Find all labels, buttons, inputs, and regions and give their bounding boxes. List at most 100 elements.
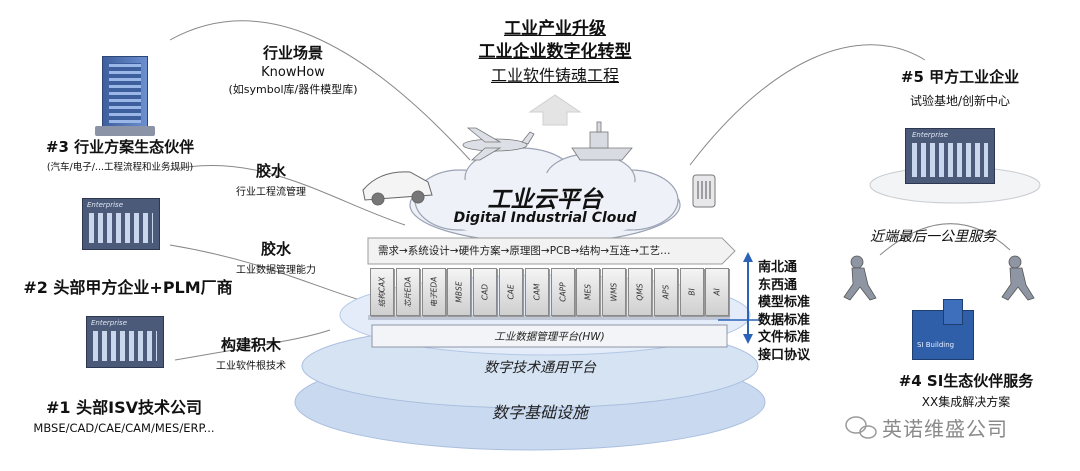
standard-item: 数据标准 [758, 312, 811, 328]
link-scenario-sub1: KnowHow [261, 65, 325, 80]
standards-list: 南北通 东西通 模型标准 数据标准 文件标准 接口协议 [758, 259, 838, 364]
partner-p1: #1 头部ISV技术公司 MBSE/CAD/CAE/CAM/MES/ERP... [4, 394, 244, 435]
tool-label: 电子EDA [429, 276, 439, 308]
building-label: SI Building [917, 341, 955, 349]
tool-cell: 电子EDA [421, 268, 446, 316]
tool-label: MBSE [454, 281, 464, 303]
tool-cell: QMS [628, 268, 652, 316]
link-blocks-sub: 工业软件根技术 [216, 361, 286, 372]
tool-cell: APS [653, 268, 678, 316]
partner-p5-title: #5 甲方工业企业 [900, 68, 1020, 86]
headline-block: 工业产业升级 工业企业数字化转型 工业软件铸魂工程 [460, 18, 650, 87]
tool-label: QMS [635, 283, 645, 301]
arrow-up-head-icon [743, 252, 753, 262]
tool-label: BI [687, 288, 697, 296]
tool-label: APS [661, 284, 671, 300]
link-blocks: 构建积木 工业软件根技术 [196, 334, 306, 372]
partner-p3-sub: (汽车/电子/...工程流程和业务规则) [46, 162, 194, 173]
cloud-fill [417, 173, 673, 237]
flow-text: 需求→系统设计→硬件方案→原理图→PCB→结构→互连→工艺… [378, 245, 671, 257]
person-right-icon [1001, 255, 1035, 301]
partner-p2: #2 头部甲方企业+PLM厂商 [8, 274, 248, 298]
tool-cell: BI [679, 268, 704, 316]
enterprise-building-p5-icon: Enterprise [905, 128, 995, 184]
link-scenario-sub2: (如symbol库/器件模型库) [228, 83, 358, 96]
tool-cell: AI [705, 268, 730, 316]
tool-cell: CAM [524, 268, 549, 316]
link-glue2-sub: 工业数据管理能力 [236, 265, 316, 276]
tool-cell: 结构CAX [370, 268, 394, 316]
standard-item: 东西通 [758, 277, 798, 293]
arc-glue1 [169, 164, 406, 226]
tool-cell: CAPP [550, 268, 575, 316]
building-label: Enterprise [912, 131, 949, 139]
link-scenario-title: 行业场景 [262, 44, 323, 62]
last-mile-arc [879, 223, 1011, 256]
partner-p3: #3 行业方案生态伙伴 (汽车/电子/...工程流程和业务规则) [10, 136, 230, 173]
building-tower-icon [102, 56, 148, 130]
tool-label: 芯片EDA [403, 276, 413, 308]
standard-item: 模型标准 [758, 295, 811, 310]
up-arrow-icon [528, 94, 582, 126]
headline-3: 工业软件铸魂工程 [490, 66, 619, 85]
link-blocks-title: 构建积木 [220, 336, 281, 354]
tool-label: AI [712, 288, 722, 296]
partner-p4-title: #4 SI生态伙伴服务 [898, 372, 1034, 390]
arc-scenario [169, 20, 471, 161]
data-platform-label: 工业数据管理平台(HW) [494, 331, 605, 343]
tool-label: CAD [480, 283, 490, 301]
enterprise-building-p2-icon: Enterprise [82, 198, 160, 250]
headline-2: 工业企业数字化转型 [478, 42, 632, 62]
link-glue2: 胶水 工业数据管理能力 [216, 238, 336, 276]
partner-p1-sub: MBSE/CAD/CAE/CAM/MES/ERP... [33, 421, 215, 435]
partner-p1-title: #1 头部ISV技术公司 [46, 398, 202, 417]
standard-item: 文件标准 [758, 330, 811, 345]
standard-item: 南北通 [758, 260, 798, 275]
airplane-icon [462, 127, 535, 161]
device-icon [692, 174, 716, 208]
partner-p2-title: #2 头部甲方企业+PLM厂商 [23, 278, 233, 297]
enterprise-building-p1-icon: Enterprise [86, 316, 164, 368]
cloud-title-en: Digital Industrial Cloud [453, 210, 637, 226]
layer-tech-label: 数字技术通用平台 [484, 360, 596, 376]
wechat-icon [845, 416, 877, 439]
partner-p5-sub: 试验基地/创新中心 [909, 94, 1011, 108]
tool-cell: 芯片EDA [395, 268, 420, 316]
last-mile-label: 近端最后一公里服务 [870, 229, 996, 245]
layer-infra-label: 数字基础设施 [491, 403, 588, 422]
tool-label: WMS [609, 282, 619, 302]
arc-p5 [689, 44, 926, 166]
cloud-title-cn: 工业云平台 [487, 187, 603, 213]
tool-base [368, 315, 730, 320]
link-glue1-sub: 行业工程流管理 [236, 187, 306, 198]
link-glue1: 胶水 行业工程流管理 [216, 160, 326, 198]
tool-cell: MBSE [447, 268, 472, 316]
data-platform-slab [371, 324, 728, 348]
person-left-icon [843, 255, 877, 301]
si-building-icon: SI Building [912, 299, 974, 360]
partner-p3-title: #3 行业方案生态伙伴 [45, 138, 195, 156]
link-glue2-title: 胶水 [260, 240, 291, 258]
tower-base [95, 126, 155, 136]
link-scenario: 行业场景 KnowHow (如symbol库/器件模型库) [208, 42, 378, 97]
tool-label: CAE [506, 284, 516, 300]
tool-cell: CAD [473, 268, 498, 316]
building-label: Enterprise [91, 319, 128, 327]
watermark: 英诺维盛公司 [882, 417, 1008, 441]
partner-p5: #5 甲方工业企业 试验基地/创新中心 [880, 66, 1040, 109]
partner-p4-sub: XX集成解决方案 [921, 395, 1011, 409]
tool-cell: WMS [602, 268, 627, 316]
arc-blocks [174, 329, 331, 361]
tool-cell: CAE [499, 268, 523, 316]
tool-label: CAPP [558, 282, 568, 302]
car-icon [362, 171, 433, 206]
arrow-down-head-icon [743, 334, 753, 344]
tool-label: MES [583, 284, 593, 300]
standard-item: 接口协议 [758, 347, 811, 363]
tool-label: 结构CAX [377, 276, 387, 308]
building-label: Enterprise [87, 201, 124, 209]
tool-cell: MES [576, 268, 601, 316]
ship-icon [571, 121, 633, 161]
arc-glue2 [169, 244, 361, 301]
link-glue1-title: 胶水 [255, 162, 286, 180]
